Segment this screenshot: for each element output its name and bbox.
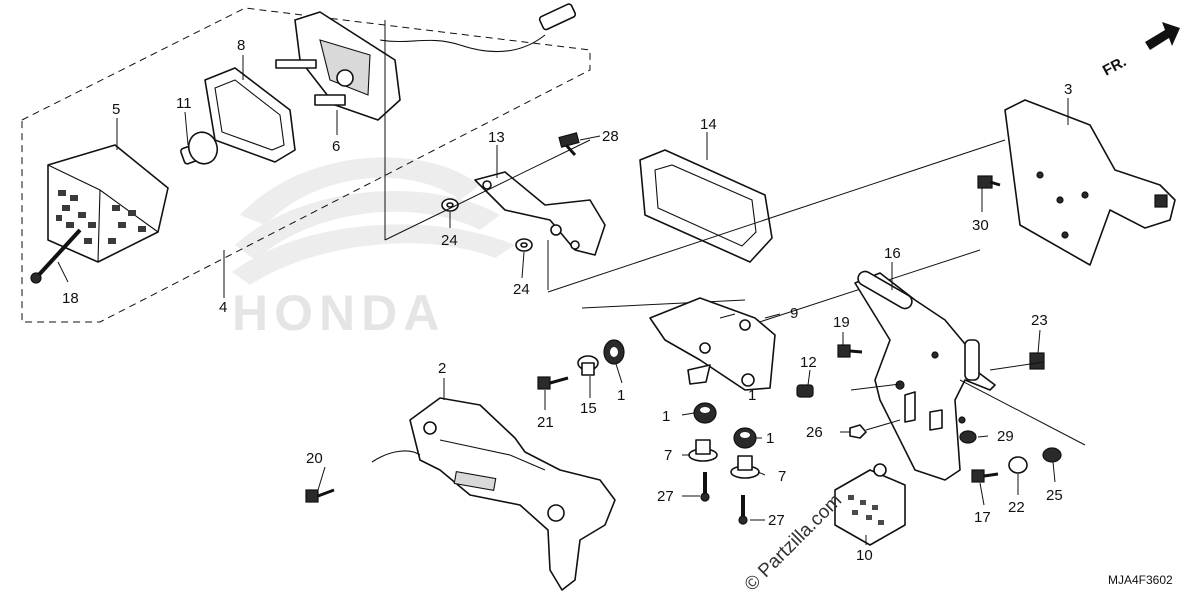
callout-16: 16 — [884, 245, 901, 262]
cushion-26[interactable] — [849, 424, 867, 439]
cover-wire — [371, 450, 421, 463]
callout-15: 15 — [580, 400, 597, 417]
callout-13: 13 — [488, 129, 505, 146]
drawing-code: MJA4F3602 — [1108, 573, 1173, 587]
callout-1: 1 — [617, 387, 625, 404]
callout-18: 18 — [62, 290, 79, 307]
callout-14: 14 — [700, 116, 717, 133]
tail-light-bracket[interactable] — [474, 171, 606, 256]
callout-7: 7 — [664, 447, 672, 464]
bolt-28[interactable] — [558, 132, 580, 157]
callout-1: 1 — [766, 430, 774, 447]
collar-right[interactable] — [730, 455, 760, 479]
callout-1: 1 — [662, 408, 670, 425]
callout-28: 28 — [602, 128, 619, 145]
cap-nut-12[interactable] — [796, 384, 814, 398]
callout-leaders — [57, 55, 1069, 545]
callout-5: 5 — [112, 101, 120, 118]
nut-clip-23[interactable] — [1029, 352, 1045, 370]
screw-20[interactable] — [305, 488, 335, 503]
reference-lines — [384, 20, 1006, 331]
callout-20: 20 — [306, 450, 323, 467]
callout-27: 27 — [768, 512, 785, 529]
callout-27: 27 — [657, 488, 674, 505]
screw-21[interactable] — [537, 376, 569, 390]
callout-22: 22 — [1008, 499, 1025, 516]
collar-15[interactable] — [577, 355, 599, 376]
lens-screw[interactable] — [30, 228, 82, 284]
tail-light-bulb[interactable] — [180, 128, 222, 168]
bolt-19[interactable] — [837, 344, 863, 358]
collar-22[interactable] — [1008, 456, 1028, 474]
callout-26: 26 — [806, 424, 823, 441]
callout-4: 4 — [219, 299, 227, 316]
callout-9: 9 — [790, 305, 798, 322]
copyright-watermark: © Partzilla.com — [741, 490, 846, 595]
callout-17: 17 — [974, 509, 991, 526]
grommet-top[interactable] — [603, 339, 625, 365]
collar-left[interactable] — [688, 439, 718, 462]
honda-wing-watermark: HONDA — [232, 157, 515, 341]
grommet-right[interactable] — [733, 427, 757, 449]
tail-light-gasket[interactable] — [204, 67, 296, 163]
callout-10: 10 — [856, 547, 873, 564]
light-housing-frame[interactable] — [639, 149, 773, 263]
callout-29: 29 — [997, 428, 1014, 445]
screw-27-left[interactable] — [700, 472, 710, 502]
bolt-30[interactable] — [977, 175, 1001, 189]
callout-25: 25 — [1046, 487, 1063, 504]
washer-upper[interactable] — [441, 198, 459, 212]
license-light-bracket[interactable] — [649, 297, 776, 391]
license-plate-bracket[interactable] — [854, 269, 996, 481]
tail-light-wire — [379, 3, 577, 53]
callout-21: 21 — [537, 414, 554, 431]
assembly-lines — [850, 361, 1086, 446]
callout-24: 24 — [441, 232, 458, 249]
callout-24: 24 — [513, 281, 530, 298]
callout-6: 6 — [332, 138, 340, 155]
callout-11: 11 — [176, 95, 192, 112]
tail-light-group-box — [21, 7, 591, 323]
callout-3: 3 — [1064, 81, 1072, 98]
bolt-17[interactable] — [971, 469, 999, 483]
washer-lower[interactable] — [515, 238, 533, 252]
front-direction-arrow-icon — [1145, 22, 1180, 50]
license-light[interactable] — [834, 463, 906, 546]
nut-25[interactable] — [1042, 447, 1062, 463]
honda-watermark-text: HONDA — [232, 285, 445, 341]
callout-19: 19 — [833, 314, 850, 331]
rear-fender-cover[interactable] — [409, 397, 616, 591]
callout-23: 23 — [1031, 312, 1048, 329]
callout-1: 1 — [748, 387, 756, 404]
callout-12: 12 — [800, 354, 817, 371]
callout-2: 2 — [438, 360, 446, 377]
callout-8: 8 — [237, 37, 245, 54]
callout-30: 30 — [972, 217, 989, 234]
tail-light-base[interactable] — [275, 11, 401, 121]
nut-29[interactable] — [959, 430, 977, 444]
rear-fender-bracket[interactable] — [1004, 99, 1176, 266]
callout-7: 7 — [778, 468, 786, 485]
grommet-left[interactable] — [693, 402, 717, 424]
front-direction-label: FR. — [1100, 53, 1129, 79]
screw-27-right[interactable] — [738, 495, 748, 525]
